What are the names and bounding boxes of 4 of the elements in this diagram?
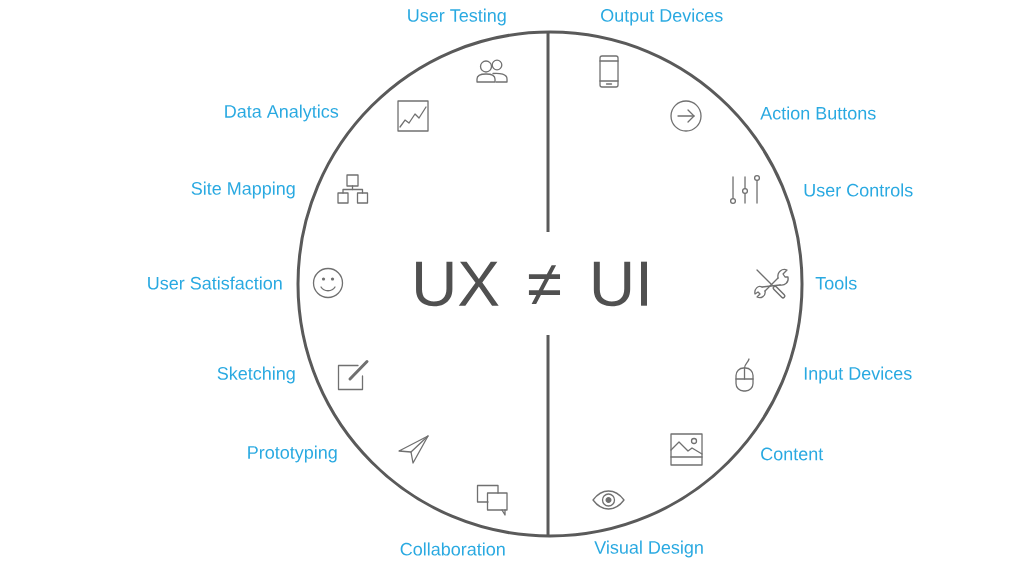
topic-label: Content [761,447,824,461]
topic-label: Action Buttons [760,106,876,120]
topic-label: Data Analytics [225,104,339,122]
topic-label: Prototyping [248,445,337,463]
